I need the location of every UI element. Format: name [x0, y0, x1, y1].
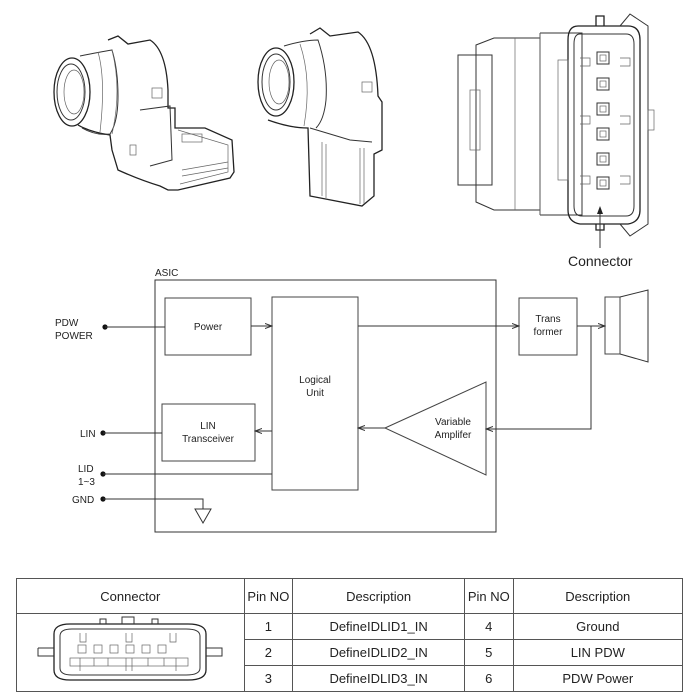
power-block	[164, 297, 252, 356]
lin-label: LIN	[80, 429, 96, 440]
pin-description: PDW Power	[512, 665, 684, 692]
rear-connector-pins	[580, 51, 631, 190]
lin-transceiver-block	[161, 403, 256, 462]
connector-face-icon	[37, 616, 223, 681]
table-row: 3 DefineIDLID3_IN 6 PDW Power	[17, 665, 684, 692]
block-diagram: ASIC Power Logical Unit LIN Transceiver …	[55, 268, 649, 533]
logical-unit-label-1: Logical	[299, 375, 331, 386]
variable-amplifier-block	[383, 381, 487, 476]
pin-description: Ground	[512, 613, 684, 640]
sensor-illustrations: Connector	[53, 13, 655, 269]
header-description-b: Description	[512, 578, 684, 614]
transformer-label-1: Trans	[535, 314, 560, 325]
logical-unit-label-2: Unit	[306, 388, 324, 399]
pin-description: DefineIDLID1_IN	[292, 613, 466, 640]
pin-table-header: Connector Pin NO Description Pin NO Desc…	[16, 578, 684, 614]
pdw-power-label-2: POWER	[55, 331, 93, 342]
gnd-label: GND	[72, 495, 94, 506]
table-row: 1 DefineIDLID1_IN 4 Ground	[16, 613, 684, 692]
pdw-power-label-1: PDW	[55, 318, 79, 329]
wire-feedback-to-amplifier	[486, 326, 592, 429]
asic-boundary	[154, 279, 497, 533]
pin-number: 1	[243, 613, 294, 640]
pin-table: Connector Pin NO Description Pin NO Desc…	[16, 578, 684, 692]
pin-number: 6	[464, 665, 514, 692]
header-pin-no-a: Pin NO	[243, 578, 294, 614]
header-pin-no-b: Pin NO	[464, 578, 514, 614]
transformer-label-2: former	[534, 327, 564, 338]
asic-label: ASIC	[155, 268, 178, 279]
power-block-label: Power	[194, 322, 223, 333]
pin-number: 2	[243, 639, 294, 666]
ground-symbol-icon	[194, 508, 212, 525]
variable-amplifier-label-2: Amplifer	[435, 430, 472, 441]
pin-number: 4	[464, 613, 514, 640]
connector-callout-label: Connector	[568, 253, 633, 269]
header-connector: Connector	[16, 578, 245, 614]
connector-drawing-cell	[16, 613, 245, 692]
pin-description: DefineIDLID3_IN	[292, 665, 466, 692]
sensor-side-view-2	[257, 27, 383, 207]
lid-label-2: 1~3	[78, 477, 95, 488]
speaker-icon	[604, 289, 649, 363]
sensor-side-view-1	[53, 35, 235, 191]
pin-description: DefineIDLID2_IN	[292, 639, 466, 666]
lid-label-1: LID	[78, 464, 94, 475]
pin-description: LIN PDW	[512, 639, 684, 666]
lin-transceiver-label-1: LIN	[200, 421, 216, 432]
pin-number: 3	[243, 665, 294, 692]
header-description-a: Description	[292, 578, 466, 614]
pin-number: 5	[464, 639, 514, 666]
sensor-rear-view	[457, 13, 655, 248]
lin-transceiver-label-2: Transceiver	[182, 434, 235, 445]
logical-unit-block	[271, 296, 359, 491]
variable-amplifier-label-1: Variable	[435, 417, 471, 428]
